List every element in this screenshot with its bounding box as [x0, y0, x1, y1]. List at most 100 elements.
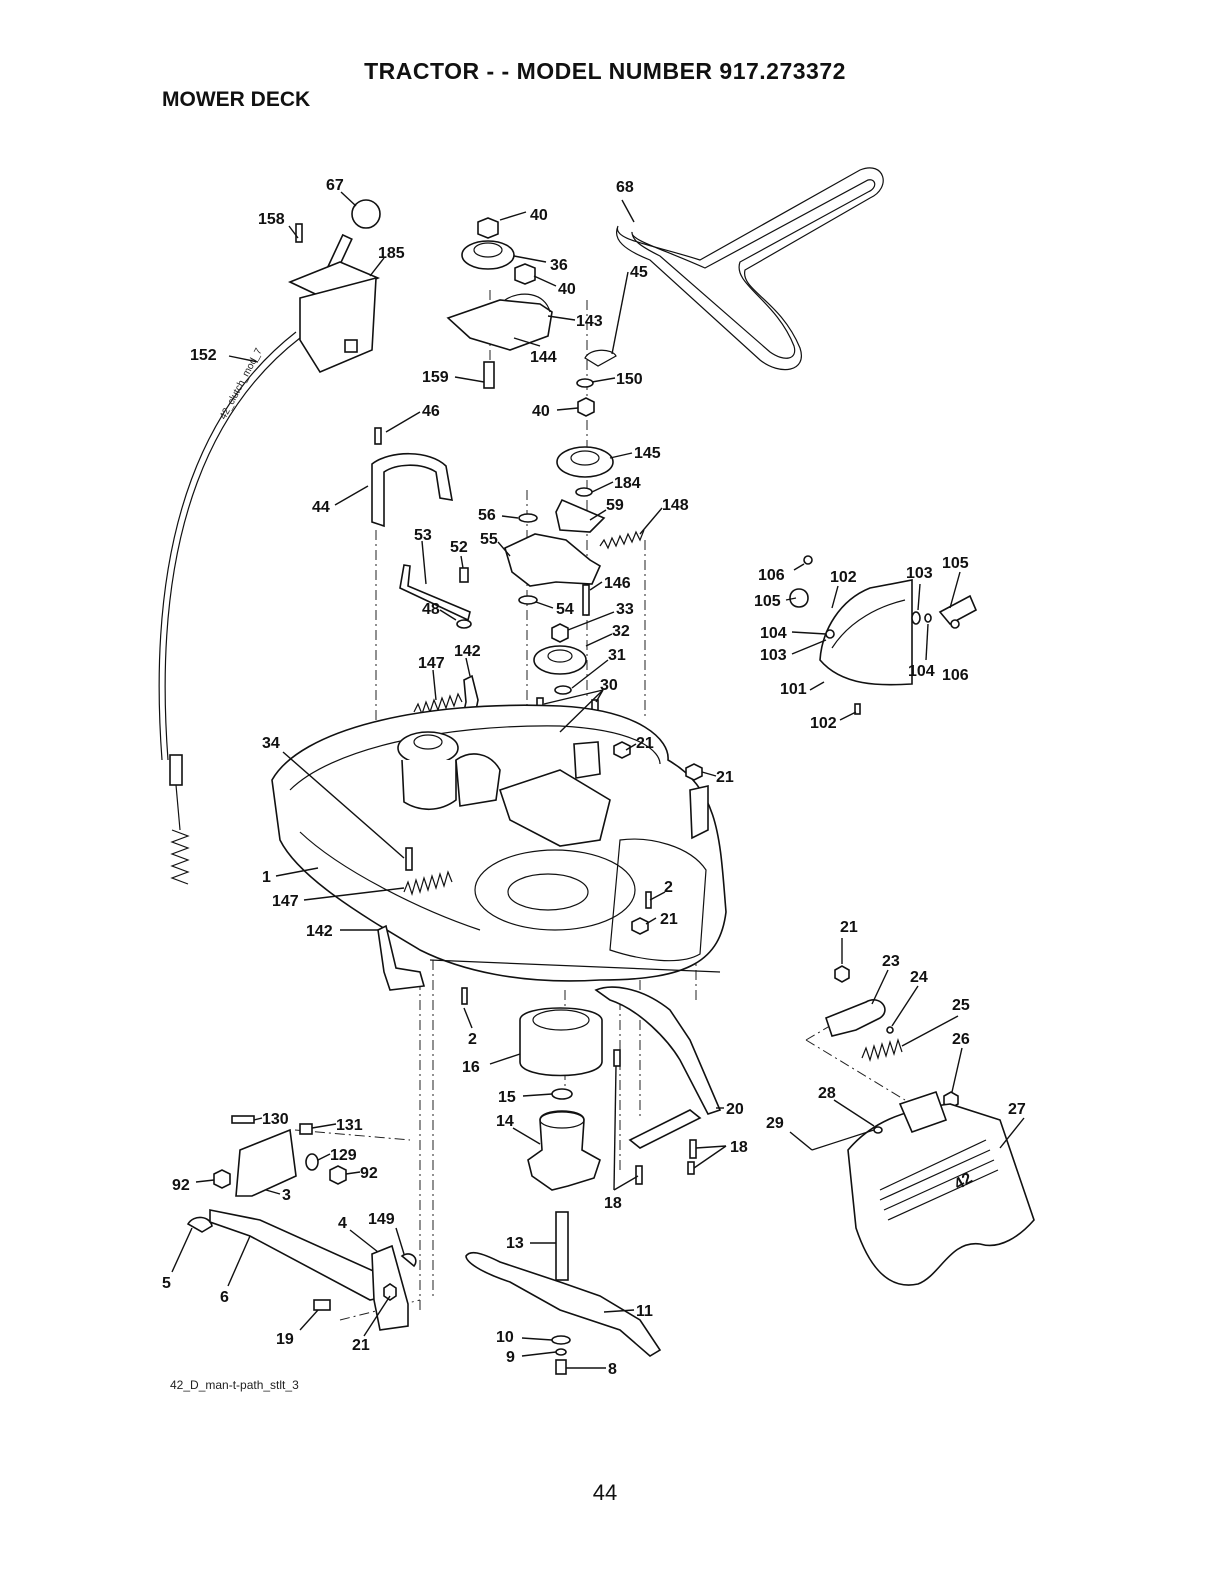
callout-21-e: 21 — [352, 1337, 370, 1354]
cable-part-text: 42_clutch_mod_7 — [218, 346, 265, 421]
callout-102-b: 102 — [810, 715, 837, 732]
clip-45 — [584, 349, 617, 367]
bolt-130 — [231, 1115, 255, 1124]
bolt-18d — [687, 1161, 695, 1175]
shaft-13 — [555, 1211, 569, 1281]
callout-1: 1 — [262, 869, 271, 886]
nut-106a — [803, 555, 813, 565]
washer-104a — [825, 629, 835, 639]
callout-158: 158 — [258, 211, 285, 228]
callout-152: 152 — [190, 347, 217, 364]
callout-16: 16 — [462, 1059, 480, 1076]
callout-33: 33 — [616, 601, 634, 618]
callout-142-top: 142 — [454, 643, 481, 660]
callout-105-a: 105 — [754, 593, 781, 610]
callout-104-b: 104 — [908, 663, 935, 680]
callout-18-a: 18 — [730, 1139, 748, 1156]
bolt-52 — [459, 567, 469, 583]
callout-56: 56 — [478, 507, 496, 524]
callout-92-b: 92 — [360, 1165, 378, 1182]
discharge-deflector-assembly — [789, 555, 978, 715]
spring-105a — [789, 588, 809, 608]
callout-101: 101 — [780, 681, 807, 698]
washer-48 — [456, 619, 472, 629]
nut-21b — [685, 763, 703, 781]
lever-nut — [344, 339, 358, 353]
callout-106-b: 106 — [942, 667, 969, 684]
callout-4: 4 — [338, 1215, 347, 1232]
callout-28: 28 — [818, 1085, 836, 1102]
nut-40-c — [577, 397, 595, 417]
callout-104-a: 104 — [760, 625, 787, 642]
bracket-59 — [555, 498, 606, 533]
callout-23: 23 — [882, 953, 900, 970]
nut-40-b — [514, 263, 536, 285]
idler-arm-55 — [504, 533, 602, 587]
mower-deck-housing — [271, 704, 727, 982]
callout-46: 46 — [422, 403, 440, 420]
bolt-18b — [635, 1165, 643, 1185]
nut-21a — [613, 741, 631, 759]
callout-2-a: 2 — [664, 879, 673, 896]
washer-54 — [518, 595, 538, 605]
callout-147-bottom: 147 — [272, 893, 299, 910]
callout-labels: 67 158 185 152 40 36 40 143 144 45 159 1… — [162, 177, 1026, 1378]
callout-52: 52 — [450, 539, 468, 556]
callout-34: 34 — [262, 735, 280, 752]
nut-21d — [834, 965, 850, 983]
bracket-143 — [446, 299, 553, 351]
callout-143: 143 — [576, 313, 603, 330]
callout-129: 129 — [330, 1147, 357, 1164]
bolt-146 — [582, 584, 590, 616]
callout-54: 54 — [556, 601, 574, 618]
callout-147-top: 147 — [418, 655, 445, 672]
callout-32: 32 — [612, 623, 630, 640]
callout-2-b: 2 — [468, 1031, 477, 1048]
bolt-18a — [613, 1049, 621, 1067]
callout-105-b: 105 — [942, 555, 969, 572]
callout-21-c: 21 — [660, 911, 678, 928]
callout-59: 59 — [606, 497, 624, 514]
spring-25 — [861, 1037, 903, 1063]
washer-56 — [518, 513, 538, 523]
washer-10 — [551, 1335, 571, 1345]
callout-48: 48 — [422, 601, 440, 618]
callout-18-b: 18 — [604, 1195, 622, 1212]
callout-31: 31 — [608, 647, 626, 664]
callout-10: 10 — [496, 1329, 514, 1346]
diagram-caption: 42_D_man-t-path_stlt_3 — [170, 1378, 299, 1392]
bolt-2b — [461, 987, 468, 1005]
callout-14: 14 — [496, 1113, 514, 1130]
washer-129 — [305, 1153, 319, 1171]
callout-185: 185 — [378, 245, 405, 262]
callout-40-low: 40 — [532, 403, 550, 420]
callout-150: 150 — [616, 371, 643, 388]
callout-15: 15 — [498, 1089, 516, 1106]
washer-150 — [576, 378, 594, 388]
callout-55: 55 — [480, 531, 498, 548]
washer-15 — [551, 1088, 573, 1100]
callout-148: 148 — [662, 497, 689, 514]
deck-size-badge: 42 — [952, 1170, 976, 1194]
callout-21-d: 21 — [840, 919, 858, 936]
washer-28 — [873, 1126, 883, 1134]
callout-53: 53 — [414, 527, 432, 544]
bracket-3 — [235, 1128, 297, 1197]
washer-103a — [911, 611, 921, 625]
pulley-32 — [533, 645, 587, 675]
callout-21-b: 21 — [716, 769, 734, 786]
blade-11 — [465, 1251, 662, 1357]
blade-spindle-assembly — [465, 1007, 662, 1375]
rod-29 — [811, 1127, 881, 1151]
cable-spring — [170, 829, 190, 885]
callout-144: 144 — [530, 349, 557, 366]
bolt-8 — [555, 1359, 567, 1375]
pulley-36 — [461, 240, 515, 270]
nut-40 — [477, 217, 499, 239]
guard-44 — [371, 452, 453, 528]
pulley-145 — [556, 446, 614, 478]
callout-25: 25 — [952, 997, 970, 1014]
callout-102-a: 102 — [830, 569, 857, 586]
callout-44: 44 — [312, 499, 330, 516]
